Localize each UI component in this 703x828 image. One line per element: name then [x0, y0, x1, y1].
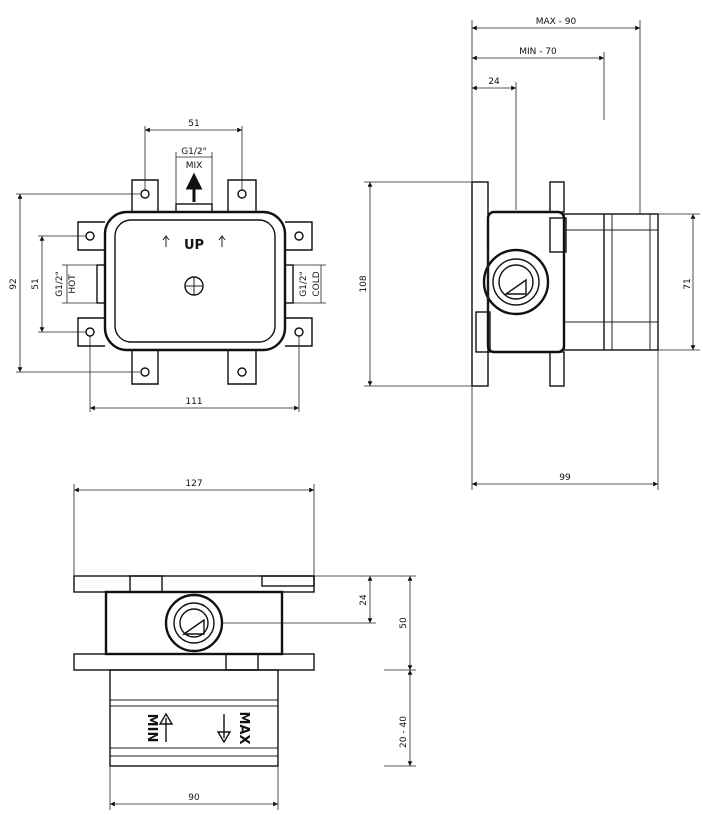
up-arrow-right-icon: [218, 235, 226, 247]
front-dim-top: 51: [188, 119, 199, 129]
inlet-hot-sub: HOT: [68, 274, 78, 294]
min-arrow-icon: [158, 712, 174, 742]
front-view: UP G1/2" MIX 51 G1/2" HOT G1/2" COLD: [9, 119, 326, 412]
front-dim-bottom: 111: [185, 397, 202, 407]
inlet-cold-sub: COLD: [312, 271, 322, 296]
bottom-top-plate: [73, 575, 315, 593]
bottom-dim-top: 127: [185, 479, 202, 489]
bottom-label-max: MAX: [236, 711, 251, 744]
side-sleeve: [563, 213, 659, 351]
bottom-dim-bottom: 90: [188, 793, 200, 803]
bottom-dim-range: 20 - 40: [399, 716, 409, 748]
bottom-view: MIN MAX 127 24 50 20 - 40 90: [73, 479, 416, 810]
front-dim-left-outer: 92: [9, 278, 19, 289]
side-dim-height: 108: [359, 275, 369, 292]
side-dim-min: MIN - 70: [519, 47, 557, 57]
inlet-cold-label: G1/2": [299, 271, 309, 297]
side-dim-24: 24: [488, 77, 500, 87]
front-dim-left-inner: 51: [31, 278, 41, 289]
front-body-inner: [114, 219, 276, 343]
inlet-mix-label: G1/2": [181, 147, 207, 157]
inlet-hot-label: G1/2": [55, 271, 65, 297]
mix-flow-arrow-icon: [185, 172, 203, 202]
side-dim-max: MAX - 90: [536, 17, 577, 27]
side-view: MAX - 90 MIN - 70 24 108 71 99: [359, 17, 700, 490]
side-dim-bottom: 99: [559, 473, 571, 483]
bottom-label-min: MIN: [144, 714, 159, 743]
bottom-sleeve: [109, 669, 279, 767]
side-dim-right: 71: [683, 278, 693, 289]
side-flange: [471, 181, 489, 387]
bottom-dim-50: 50: [399, 617, 409, 629]
front-mounting-lugs: [77, 179, 313, 385]
up-arrow-left-icon: [162, 235, 170, 247]
up-label: UP: [184, 238, 204, 253]
side-port-outer: [482, 248, 550, 316]
front-body-outline: [103, 210, 287, 352]
max-arrow-icon: [216, 714, 232, 744]
bottom-lower-plate: [73, 653, 315, 671]
bottom-dim-24: 24: [359, 594, 369, 606]
inlet-mix-sub: MIX: [186, 161, 203, 171]
